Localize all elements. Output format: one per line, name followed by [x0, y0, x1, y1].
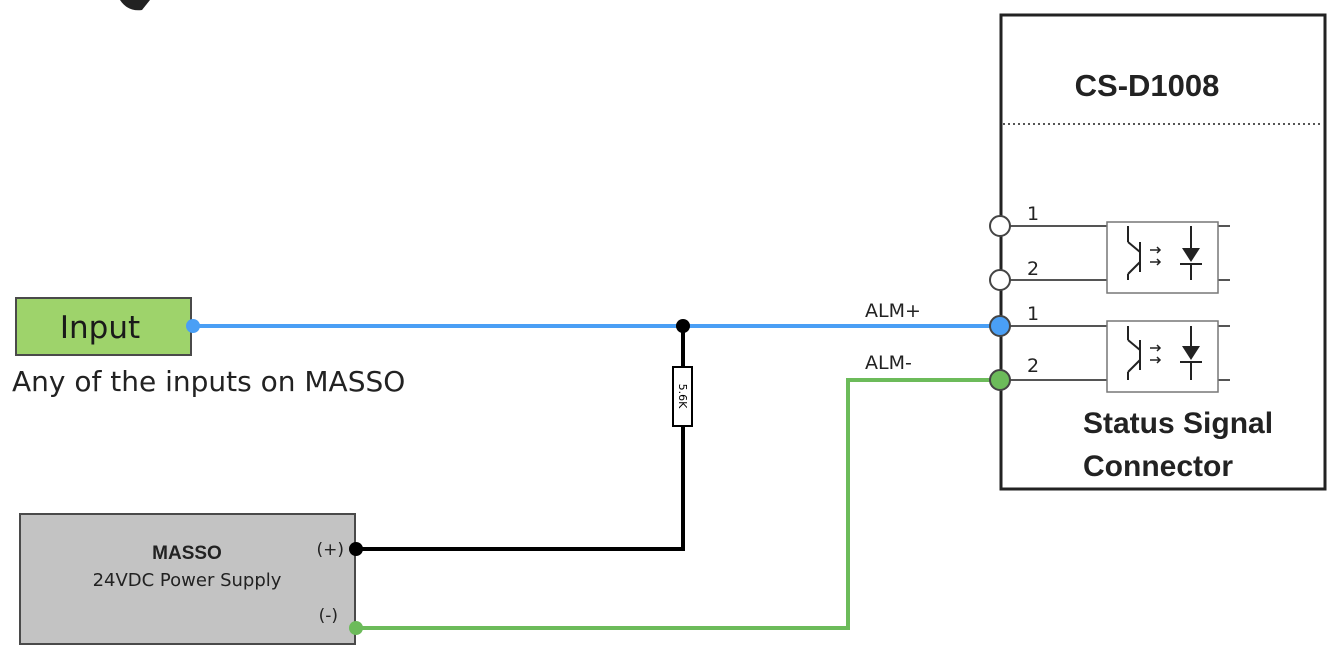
minus-terminal-label: (-) [319, 606, 338, 626]
optocoupler-icon [1106, 221, 1219, 294]
input-label: Input [60, 310, 140, 346]
pin-number: 2 [1027, 258, 1039, 280]
plus-terminal [349, 542, 363, 556]
power-supply-name: 24VDC Power Supply [93, 570, 282, 591]
pin-number: 1 [1027, 203, 1039, 225]
junction-dot [676, 319, 690, 333]
pin-number: 1 [1027, 303, 1039, 325]
resistor [672, 366, 693, 427]
connector-label-line1: Status Signal [1083, 407, 1273, 440]
pin-terminal [989, 269, 1011, 291]
plus-terminal-label: (+) [316, 540, 344, 560]
alm-minus-terminal [989, 369, 1011, 391]
pin-number: 2 [1027, 355, 1039, 377]
alm-minus-label: ALM- [865, 352, 912, 374]
power-supply-brand: MASSO [152, 543, 222, 564]
input-block [15, 297, 192, 356]
alm-plus-label: ALM+ [865, 300, 921, 322]
optocoupler-icon [1106, 320, 1219, 393]
minus-terminal [349, 621, 363, 635]
resistor-value: 5.6K [676, 384, 689, 409]
alm-plus-terminal [989, 315, 1011, 337]
input-caption: Any of the inputs on MASSO [12, 365, 405, 398]
pin-terminal [989, 215, 1011, 237]
driver-title: CS-D1008 [1075, 68, 1220, 103]
ground-wire [356, 378, 1000, 630]
power-supply-block [19, 513, 356, 645]
connector-label-line2: Connector [1083, 450, 1233, 483]
input-terminal [186, 319, 200, 333]
power-wire [356, 326, 685, 551]
cropped-heading-fragment [120, 0, 150, 11]
